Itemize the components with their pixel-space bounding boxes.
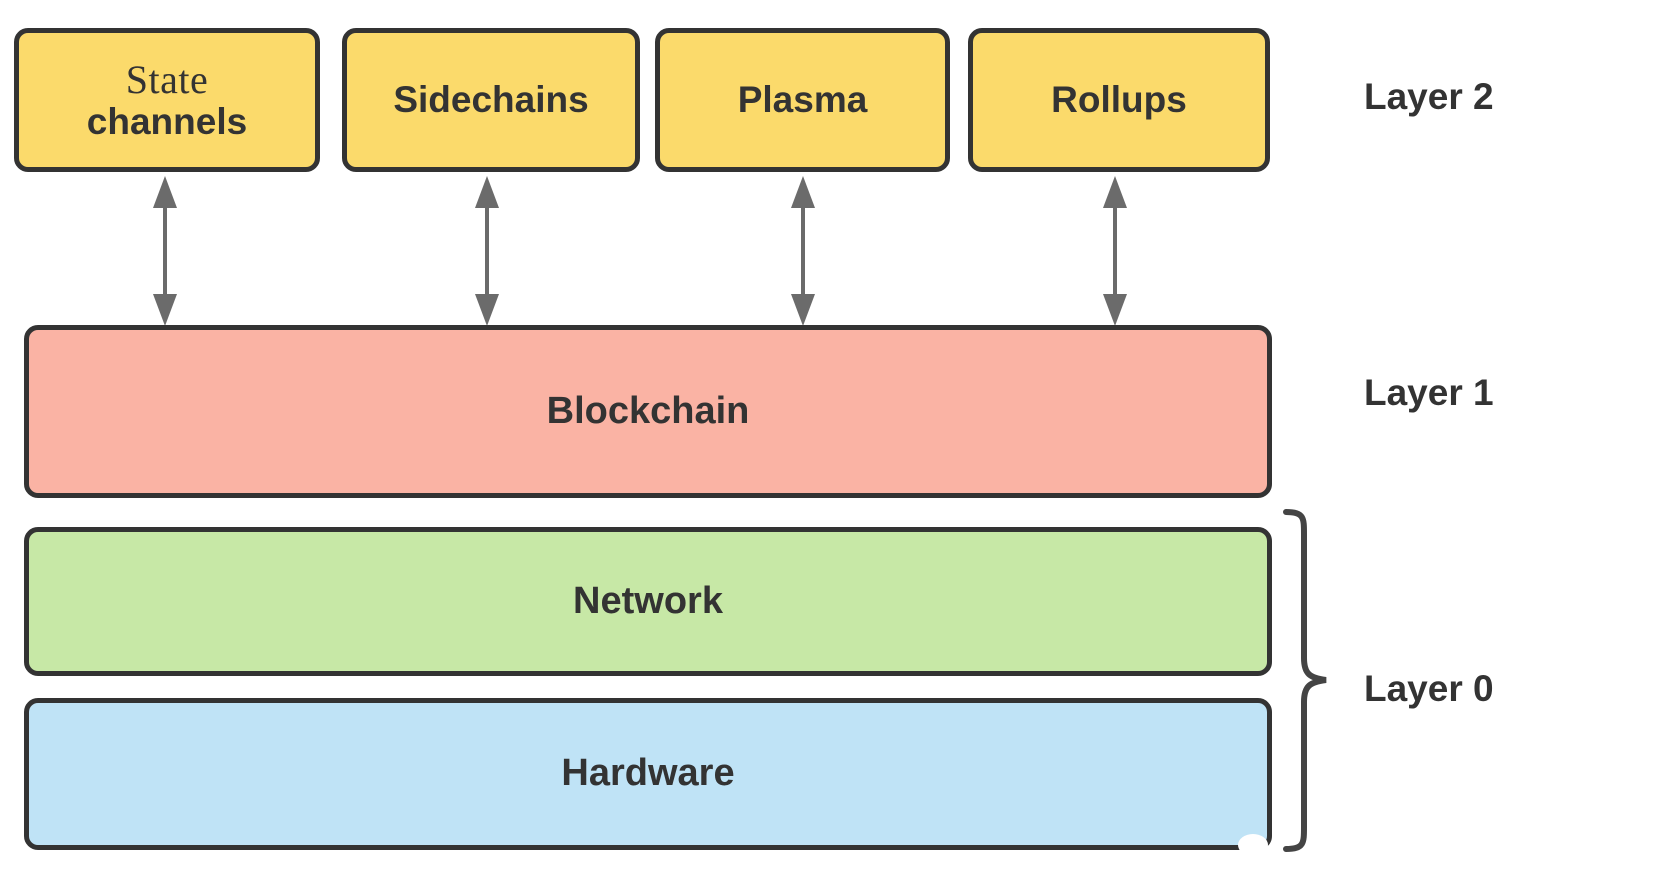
node-label-line1: State: [125, 57, 209, 103]
node-label-rollups: Rollups: [1051, 79, 1187, 121]
layer-caption-layer2: Layer 2: [1364, 76, 1494, 117]
node-rollups[interactable]: Rollups: [968, 28, 1270, 172]
node-label-sidechains: Sidechains: [393, 79, 589, 121]
node-state-channels[interactable]: State channels: [14, 28, 320, 172]
connector-arrow-state-channels-blockchain: [153, 176, 177, 326]
node-label-line2: channels: [86, 100, 248, 142]
node-label-hardware: Hardware: [561, 752, 735, 795]
node-label-state-channels: State channels: [87, 58, 247, 141]
node-network[interactable]: Network: [24, 527, 1272, 676]
node-blockchain[interactable]: Blockchain: [24, 325, 1272, 498]
curly-brace-layer0: [1283, 509, 1327, 852]
node-sidechains[interactable]: Sidechains: [342, 28, 640, 172]
node-label-plasma: Plasma: [737, 79, 868, 121]
connector-arrow-sidechains-blockchain: [475, 176, 499, 326]
node-hardware[interactable]: Hardware: [24, 698, 1272, 850]
connector-arrow-rollups-blockchain: [1103, 176, 1127, 326]
connector-arrow-plasma-blockchain: [791, 176, 815, 326]
node-plasma[interactable]: Plasma: [655, 28, 950, 172]
layer-caption-layer0: Layer 0: [1364, 668, 1494, 709]
layer-caption-layer1: Layer 1: [1364, 372, 1494, 413]
node-label-blockchain: Blockchain: [546, 389, 750, 432]
node-label-network: Network: [573, 579, 723, 622]
raster-artifact: [1238, 834, 1268, 856]
